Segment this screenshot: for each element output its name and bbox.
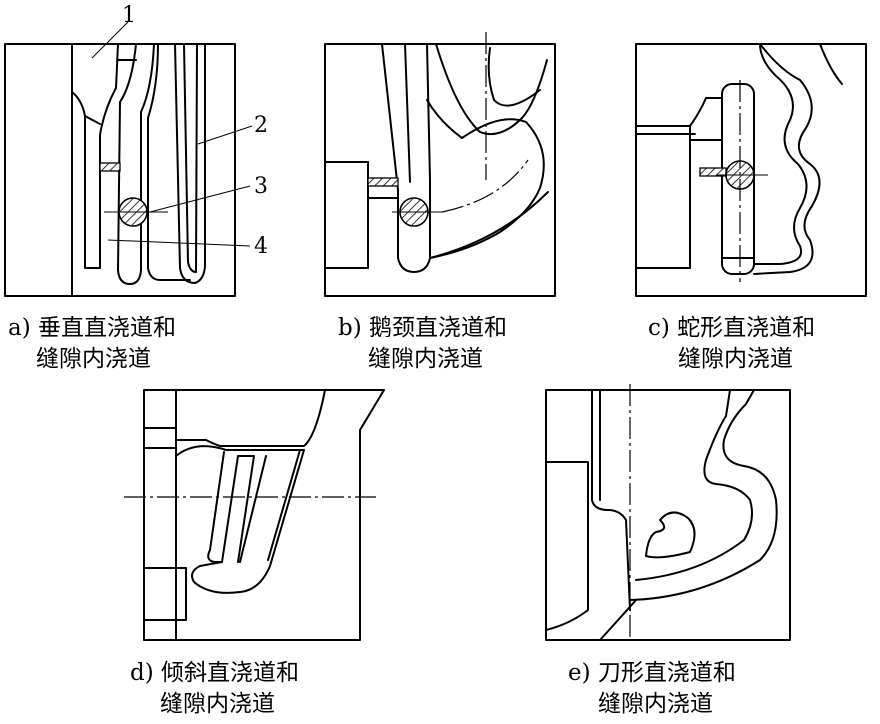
panel-a-diagram: 1 2 3 4 bbox=[4, 3, 268, 297]
caption-e-line1: e) 刀形直浇道和 bbox=[568, 660, 736, 686]
panel-c-diagram bbox=[635, 43, 867, 297]
caption-c: c) 蛇形直浇道和 缝隙内浇道 bbox=[648, 313, 815, 375]
callout-2: 2 bbox=[254, 113, 268, 138]
caption-a: a) 垂直直浇道和 缝隙内浇道 bbox=[8, 313, 176, 375]
caption-b-line1: b) 鹅颈直浇道和 bbox=[338, 315, 508, 341]
caption-d-line2: 缝隙内浇道 bbox=[160, 691, 275, 717]
caption-c-line1: c) 蛇形直浇道和 bbox=[648, 315, 816, 341]
caption-a-line2: 缝隙内浇道 bbox=[36, 346, 151, 372]
panel-b-diagram bbox=[324, 32, 556, 297]
caption-d-line1: d) 倾斜直浇道和 bbox=[130, 660, 300, 686]
panel-d-diagram bbox=[124, 389, 385, 641]
callout-4: 4 bbox=[254, 234, 268, 259]
caption-a-line1: a) 垂直直浇道和 bbox=[8, 315, 176, 341]
panel-e-diagram bbox=[545, 384, 791, 641]
caption-c-line2: 缝隙内浇道 bbox=[678, 346, 793, 372]
callout-3: 3 bbox=[254, 174, 268, 199]
caption-e-line2: 缝隙内浇道 bbox=[598, 691, 713, 717]
caption-d: d) 倾斜直浇道和 缝隙内浇道 bbox=[130, 658, 299, 720]
caption-e: e) 刀形直浇道和 缝隙内浇道 bbox=[568, 658, 736, 720]
caption-b-line2: 缝隙内浇道 bbox=[368, 346, 483, 372]
caption-b: b) 鹅颈直浇道和 缝隙内浇道 bbox=[338, 313, 507, 375]
callout-1: 1 bbox=[122, 3, 136, 28]
